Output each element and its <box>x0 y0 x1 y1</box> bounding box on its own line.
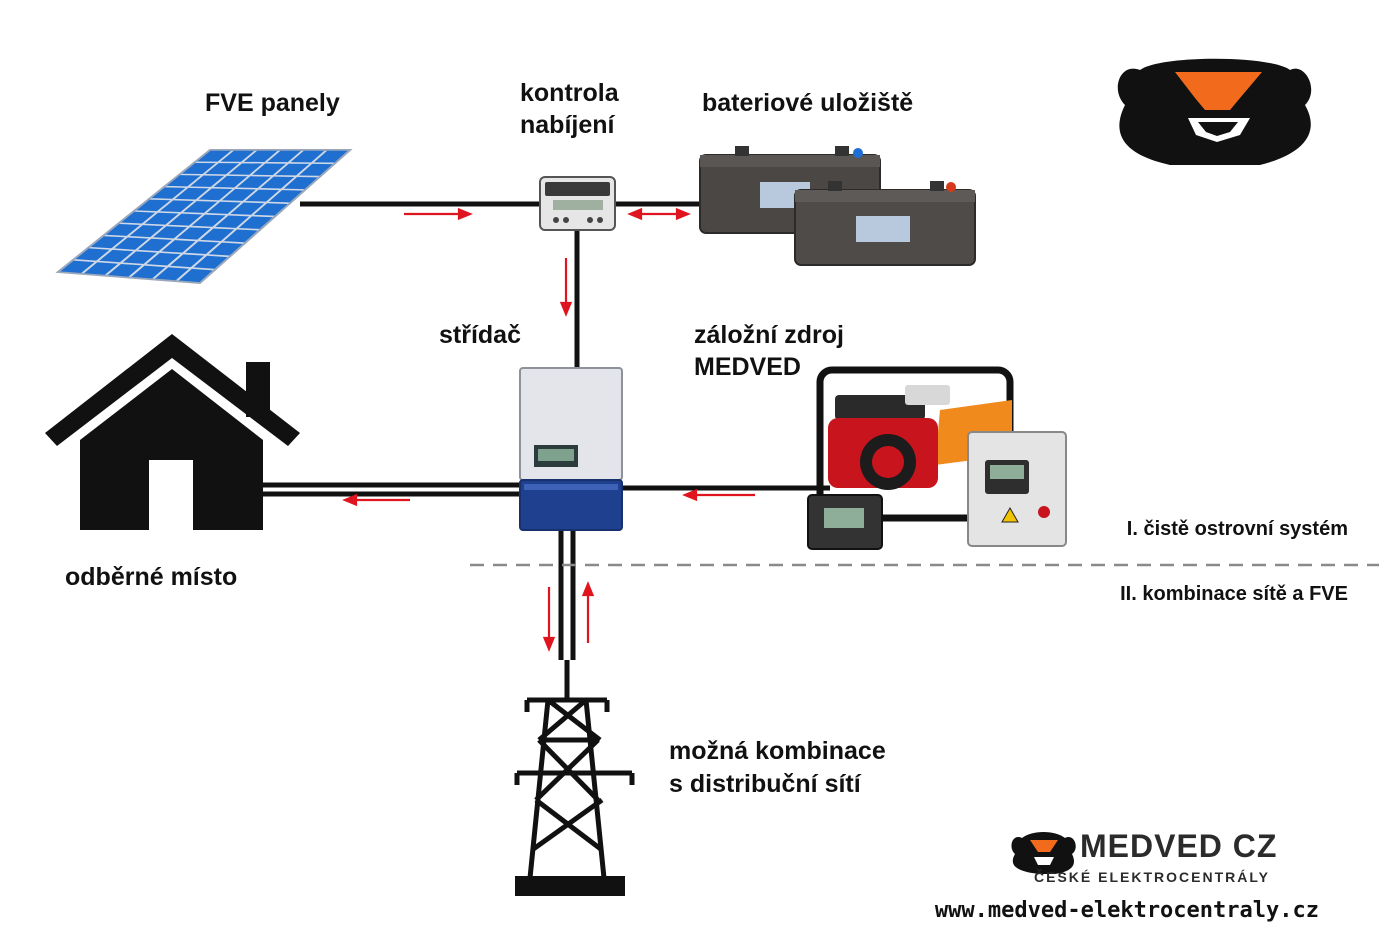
solar-cell <box>168 213 203 226</box>
solar-cell <box>105 223 141 236</box>
solar-cell <box>153 226 188 239</box>
solar-cell <box>121 211 156 224</box>
solar-cell <box>215 215 250 228</box>
solar-cell <box>253 203 288 216</box>
brand-url: www.medved-elektrocentraly.cz <box>934 898 1319 923</box>
solar-cell <box>223 229 258 243</box>
solar-cell <box>83 262 119 275</box>
house-door <box>149 460 193 530</box>
solar-cell <box>99 249 134 263</box>
bear-logo-icon <box>1117 58 1312 165</box>
solar-cell <box>174 187 209 200</box>
label-fve-panels: FVE panely <box>205 89 340 117</box>
zone-label-combined: II. kombinace sítě a FVE <box>1120 583 1348 605</box>
solar-cell <box>267 150 302 163</box>
solar-cell <box>206 201 241 214</box>
brand-name: MEDVED CZ <box>1080 828 1278 864</box>
label-grid-line2: s distribuční sítí <box>669 770 861 798</box>
solar-cell <box>205 163 240 175</box>
power-pylon-icon <box>514 660 635 879</box>
solar-cell <box>181 162 216 175</box>
inverter-icon <box>519 367 623 531</box>
zone-label-island: I. čistě ostrovní systém <box>1126 518 1348 540</box>
solar-cell <box>178 268 213 283</box>
arrow-up-from-grid <box>581 581 595 643</box>
solar-cell <box>166 175 201 187</box>
solar-cell <box>146 252 181 266</box>
solar-cell <box>183 201 218 213</box>
solar-cell <box>220 150 255 162</box>
solar-cell <box>200 228 235 241</box>
solar-cell <box>107 263 142 277</box>
house-icon <box>45 334 300 530</box>
control-panel-icon <box>807 431 1067 550</box>
solar-cell <box>159 200 194 213</box>
label-consumption-point: odběrné místo <box>65 563 238 591</box>
label-inverter: střídač <box>439 321 521 349</box>
solar-cell <box>197 150 232 162</box>
solar-cell <box>275 163 310 176</box>
solar-cell <box>313 150 348 163</box>
solar-cell <box>268 190 303 203</box>
solar-cell <box>122 251 157 264</box>
arrow-generator-to-inverter <box>682 488 755 502</box>
solar-cell <box>245 189 280 202</box>
solar-cell <box>185 241 220 255</box>
brand-logo-small-icon <box>1011 832 1076 874</box>
solar-cell <box>237 176 271 188</box>
solar-cell <box>193 255 228 269</box>
solar-cell <box>190 175 225 187</box>
solar-panel-icon <box>55 149 353 285</box>
solar-cell <box>154 267 190 281</box>
label-grid-line1: možná kombinace <box>669 737 886 765</box>
battery-icon <box>699 146 976 266</box>
label-backup-line2: MEDVED <box>694 353 801 381</box>
solar-cell <box>298 163 333 176</box>
label-charge-control-line1: kontrola <box>520 79 619 107</box>
solar-cell <box>144 212 179 225</box>
label-charge-control-line2: nabíjení <box>520 111 615 139</box>
arrow-controller-battery <box>627 207 691 221</box>
label-backup-line1: záložní zdroj <box>694 321 844 349</box>
solar-cell <box>151 187 186 199</box>
solar-cell <box>137 238 172 252</box>
solar-cell <box>170 254 205 268</box>
pylon-base <box>515 876 625 896</box>
connection-lines <box>262 201 830 660</box>
charge-controller-icon <box>539 176 616 231</box>
solar-cell <box>131 265 166 279</box>
flow-arrows <box>342 207 755 652</box>
solar-cell <box>208 242 243 256</box>
solar-cell <box>75 248 110 261</box>
solar-cell <box>238 216 273 229</box>
solar-cell <box>213 175 248 188</box>
solar-cell <box>283 177 318 190</box>
arrow-down-to-grid <box>542 587 556 652</box>
brand-tagline: ČESKÉ ELEKTROCENTRÁLY <box>1034 869 1270 885</box>
solar-cell <box>176 227 211 240</box>
arrow-panels-to-controller <box>404 207 473 221</box>
solar-cell <box>252 163 286 176</box>
arrow-controller-to-inverter <box>559 258 573 317</box>
solar-cell <box>136 199 171 212</box>
solar-cell <box>129 225 164 238</box>
solar-cell <box>198 188 233 201</box>
arrow-inverter-to-house <box>342 493 410 507</box>
solar-cell <box>228 163 263 175</box>
solar-cell <box>290 150 325 163</box>
solar-cell <box>243 150 278 162</box>
solar-cell <box>191 214 226 227</box>
solar-cell <box>221 189 256 201</box>
solar-cell <box>230 202 265 215</box>
solar-cell <box>260 176 295 189</box>
label-battery-storage: bateriové uložiště <box>702 89 914 117</box>
solar-cell <box>114 237 149 250</box>
solar-cell <box>60 260 95 273</box>
solar-cell <box>161 240 196 253</box>
solar-cell <box>90 236 125 249</box>
